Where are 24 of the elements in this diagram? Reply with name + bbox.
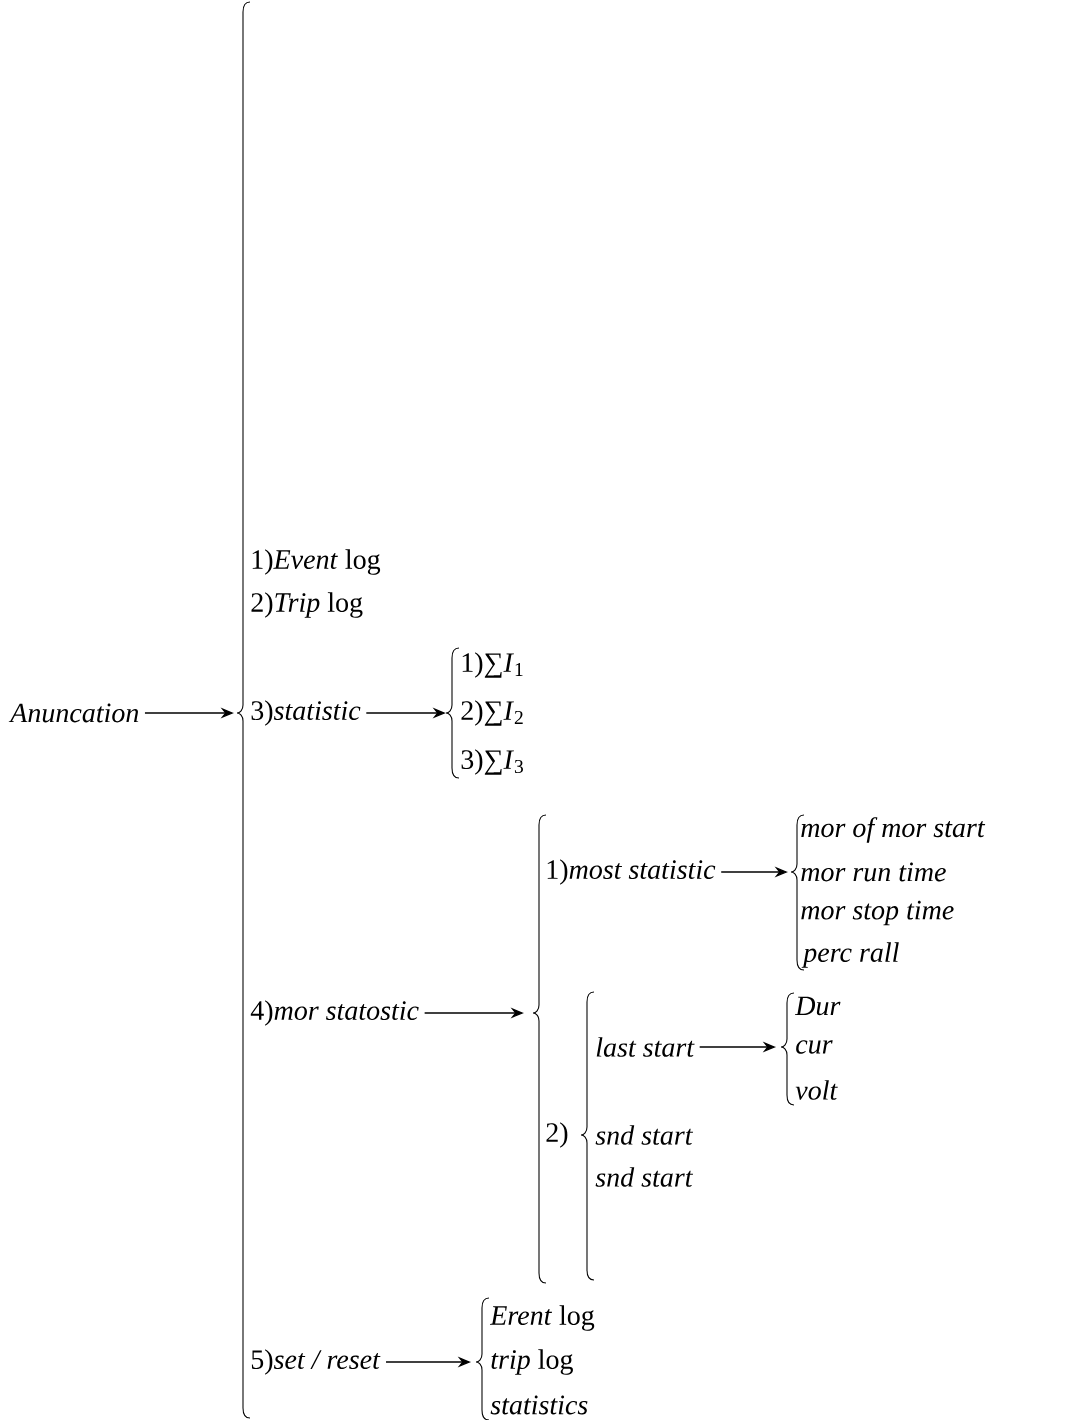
tree-item: cur [796, 1040, 833, 1054]
tree-item: Anuncation [8, 703, 139, 723]
tree-item: 5)set / reset [251, 1349, 381, 1375]
tree-item: mor run time [801, 862, 946, 882]
tree-item: statistics [490, 1395, 588, 1415]
tree-item: perc rall [801, 942, 899, 968]
tree-item: 2) [546, 1122, 568, 1148]
tree-item: 1)∑I$_{1}$ [462, 652, 523, 678]
tree-item: 3)statistic [251, 700, 361, 726]
tree-item: Erent log [489, 1305, 595, 1331]
tree-item: 1)most statistic [547, 859, 716, 885]
tree-item: mor of mor start [801, 817, 986, 843]
tree-item: trip log [491, 1349, 573, 1375]
tree-item: 1)Event log [252, 549, 381, 575]
tree-item: snd start [595, 1125, 694, 1145]
tree-item: volt [795, 1080, 838, 1100]
tree-item: Dur [794, 996, 841, 1016]
tree-item: 2)Trip log [251, 592, 363, 618]
tree-item: mor stop time [801, 900, 954, 926]
tree-item: snd start [595, 1167, 694, 1187]
tree-item: last start [596, 1037, 695, 1057]
tree-item: 2)∑I$_{2}$ [461, 700, 523, 726]
tree-item: 4)mor statostic [250, 1000, 419, 1026]
tree-item: 3)∑I$_{3}$ [461, 749, 523, 775]
